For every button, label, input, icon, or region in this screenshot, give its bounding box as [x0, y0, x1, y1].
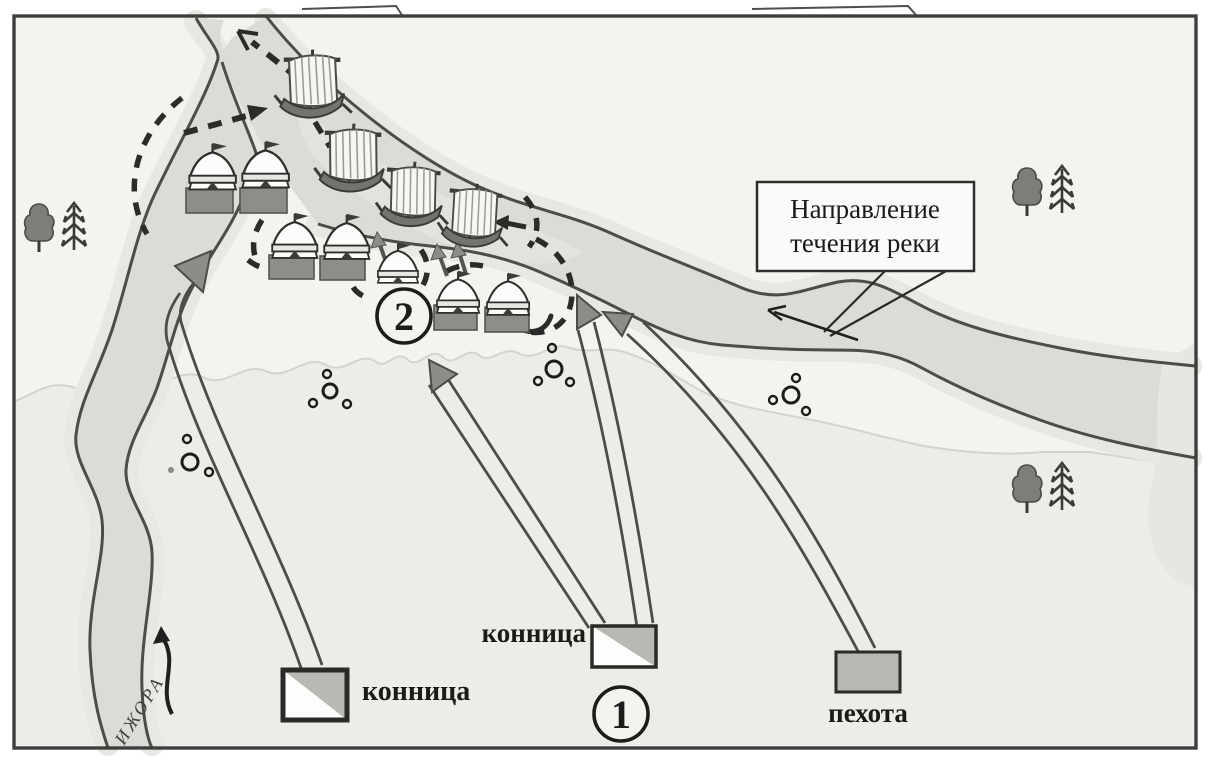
cavalry-flag-center: [590, 624, 658, 669]
marker-2-label: 2: [394, 294, 414, 339]
river-banks: [74, 15, 1197, 749]
camp-block: [185, 187, 234, 214]
attack-arrow-cavalry-2: [576, 292, 655, 628]
marker-2-circle: 2: [375, 287, 433, 345]
stone-clusters: [168, 342, 812, 478]
dashed-arrow-to-ships: [183, 105, 268, 136]
neva-river-water: [217, 16, 1196, 458]
boarding-arrows: [370, 230, 468, 277]
attack-arrow-cavalry-left: [164, 249, 324, 669]
camp-block: [268, 254, 315, 280]
cavalry-left-label: конница: [362, 676, 470, 707]
camp-block: [239, 187, 288, 214]
small-left-arrow: [493, 215, 527, 230]
map-frame: [12, 14, 1198, 750]
attack-arrow-infantry: [600, 310, 877, 654]
flow-arrow-icon: [767, 304, 859, 342]
cavalry-center-label: конница: [482, 618, 587, 648]
marker-1-label: 1: [611, 692, 631, 737]
flow-direction-line1: Направление: [790, 194, 940, 224]
marker-1-circle: 1: [592, 685, 650, 743]
attack-arrow-cavalry-1: [427, 358, 607, 629]
infantry-label: пехота: [828, 698, 908, 728]
flow-direction-callout: Направление течения реки: [755, 180, 976, 342]
izhora-flow-arrow: [153, 626, 174, 715]
flow-direction-box: [755, 180, 976, 273]
stones-cluster: [532, 342, 576, 388]
cavalry-flag-left: [280, 667, 350, 723]
lowland-terrain: [13, 345, 1197, 749]
stones-cluster: [767, 372, 812, 417]
right-shore-strip: [1148, 342, 1196, 588]
scan-artifact-lines: [301, 4, 917, 16]
stones-cluster: [307, 368, 353, 410]
stones-cluster: [168, 433, 215, 478]
infantry-flag: [834, 650, 902, 694]
flow-direction-line2: течения реки: [790, 228, 940, 258]
